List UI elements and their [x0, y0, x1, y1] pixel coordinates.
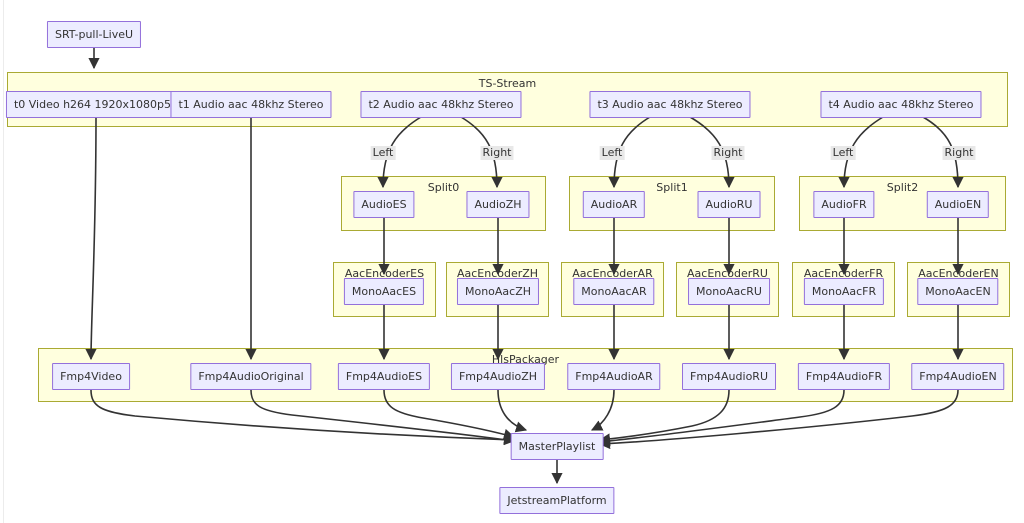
- node-audio-en: AudioEN: [926, 191, 990, 218]
- node-fmp4-audio-ar: Fmp4AudioAR: [567, 363, 661, 390]
- node-fmp4-video: Fmp4Video: [52, 363, 130, 390]
- edge-fmp4ru-to-master: [598, 389, 730, 445]
- node-srt-pull-liveu: SRT-pull-LiveU: [46, 21, 142, 48]
- node-audio-es: AudioES: [353, 191, 415, 218]
- node-t3-audio: t3 Audio aac 48khz Stereo: [589, 91, 751, 118]
- edge-t0-to-fmp4video: [85, 116, 97, 361]
- node-t2-audio: t2 Audio aac 48khz Stereo: [360, 91, 522, 118]
- edge-label-left-t4: Left: [830, 146, 856, 160]
- node-t4-audio: t4 Audio aac 48khz Stereo: [820, 91, 982, 118]
- edge-fmp4ar-to-master: [590, 389, 615, 431]
- node-fmp4-audio-fr: Fmp4AudioFR: [797, 363, 891, 390]
- subgraph-label-ts-stream: TS-Stream: [478, 77, 537, 90]
- node-mono-aac-ar: MonoAacAR: [573, 278, 655, 305]
- node-jetstream-platform: JetstreamPlatform: [499, 487, 615, 514]
- node-audio-fr: AudioFR: [813, 191, 875, 218]
- subgraph-label-split1: Split1: [656, 181, 688, 194]
- node-audio-zh: AudioZH: [466, 191, 530, 218]
- node-audio-ar: AudioAR: [582, 191, 646, 218]
- edge-label-right-t4: Right: [942, 146, 976, 160]
- edge-label-right-t3: Right: [711, 146, 745, 160]
- node-mono-aac-fr: MonoAacFR: [803, 278, 885, 305]
- node-fmp4-audio-es: Fmp4AudioES: [337, 363, 431, 390]
- edge-fmp4video-to-master: [90, 389, 516, 446]
- edge-fmp4en-to-master: [598, 389, 959, 450]
- edge-fmp4original-to-master: [250, 389, 516, 446]
- node-fmp4-audio-ru: Fmp4AudioRU: [682, 363, 776, 390]
- node-mono-aac-zh: MonoAacZH: [456, 278, 540, 305]
- node-master-playlist: MasterPlaylist: [510, 433, 604, 460]
- node-fmp4-audio-original: Fmp4AudioOriginal: [190, 363, 312, 390]
- edge-fmp4fr-to-master: [598, 389, 845, 447]
- node-mono-aac-en: MonoAacEN: [917, 278, 999, 305]
- edge-t4-to-audiofr: [838, 116, 884, 189]
- subgraph-label-hls-packager: HlsPackager: [491, 353, 560, 366]
- node-t1-audio: t1 Audio aac 48khz Stereo: [170, 91, 332, 118]
- node-t0-video: t0 Video h264 1920x1080p50: [5, 91, 187, 118]
- edge-t3-to-audioru: [689, 116, 735, 189]
- page-edge-line: [3, 0, 4, 523]
- node-mono-aac-ru: MonoAacRU: [688, 278, 770, 305]
- edge-label-left-t3: Left: [599, 146, 625, 160]
- edge-fmp4es-to-master: [383, 389, 516, 440]
- subgraph-label-split0: Split0: [427, 181, 460, 194]
- edge-label-left-t2: Left: [370, 146, 396, 160]
- edge-t2-to-audiozh: [460, 116, 503, 189]
- node-fmp4-audio-en: Fmp4AudioEN: [911, 363, 1005, 390]
- node-audio-ru: AudioRU: [697, 191, 761, 218]
- node-mono-aac-es: MonoAacES: [343, 278, 425, 305]
- subgraph-label-split2: Split2: [886, 181, 919, 194]
- node-fmp4-audio-zh: Fmp4AudioZH: [450, 363, 546, 390]
- edge-t2-to-audioes: [377, 116, 422, 189]
- edge-label-right-t2: Right: [480, 146, 514, 160]
- edge-t3-to-audioar: [608, 116, 651, 189]
- edge-t4-to-audioen: [922, 116, 964, 189]
- edge-fmp4zh-to-master: [497, 389, 528, 433]
